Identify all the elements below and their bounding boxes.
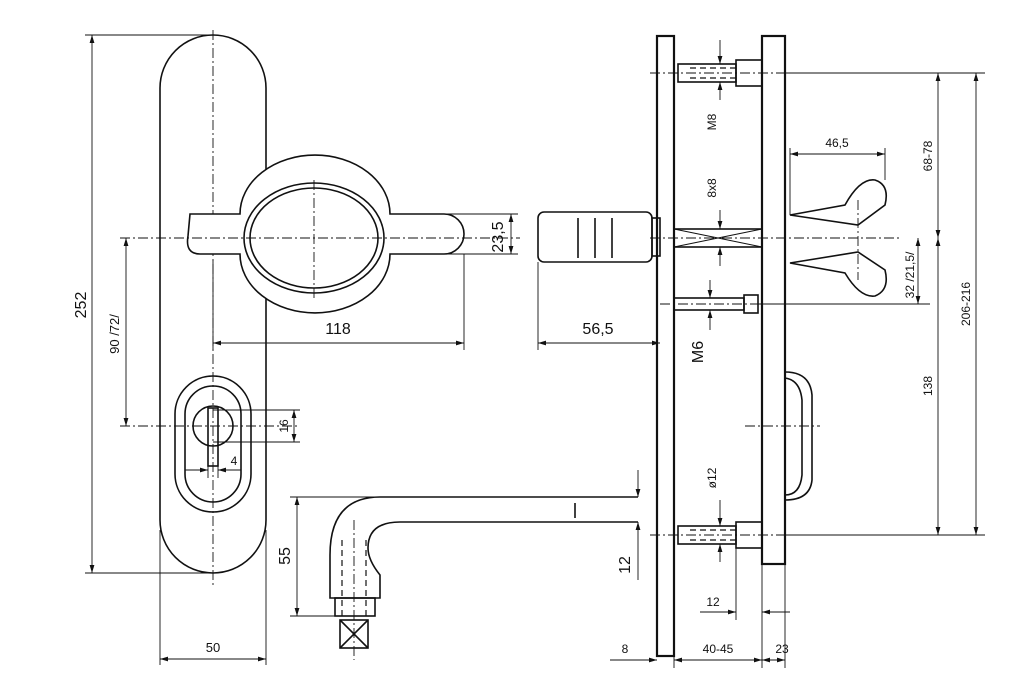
dim-label-55: 55 xyxy=(277,547,294,565)
dim-bottom-138: 138 xyxy=(785,238,985,536)
dim-top-68-78: 68-78 xyxy=(785,72,985,238)
dim-label-d12: ø12 xyxy=(705,467,719,488)
dim-label-32-21-5: 32 /21,5/ xyxy=(903,251,917,298)
dim-lever-offset: 32 /21,5/ xyxy=(758,238,930,305)
dim-label-90-72: 90 /72/ xyxy=(107,314,122,354)
crank-handle xyxy=(329,496,638,660)
dim-label-206-216: 206-216 xyxy=(959,282,973,326)
dim-label-4: 4 xyxy=(231,454,238,468)
cylinder-escutcheon xyxy=(120,375,300,513)
dim-label-8: 8 xyxy=(622,642,629,656)
dim-label-46-5: 46,5 xyxy=(825,136,849,150)
dim-hole-d12: ø12 xyxy=(705,467,723,562)
dim-label-16: 16 xyxy=(277,419,291,433)
dim-label-m6: M6 xyxy=(690,341,707,363)
dim-label-23: 23 xyxy=(775,642,789,656)
dim-handle-spacing: 90 /72/ xyxy=(107,238,129,426)
dim-outer-23: 23 xyxy=(762,564,789,668)
dim-label-68-78: 68-78 xyxy=(921,140,935,171)
dim-knob-length: 56,5 xyxy=(537,262,660,350)
dim-plate-width: 50 xyxy=(159,530,267,665)
dim-label-56-5: 56,5 xyxy=(582,321,613,338)
dim-handle-height: 23,5 xyxy=(444,213,518,255)
side-knob xyxy=(537,211,661,263)
dim-door-40-45: 40-45 xyxy=(673,564,763,668)
dim-plate-height: 252 xyxy=(73,34,213,574)
dim-total-206-216: 206-216 xyxy=(959,73,979,535)
dim-square-8x8: 8x8 xyxy=(705,178,723,266)
dim-lever-46-5: 46,5 xyxy=(789,136,886,215)
dim-cylinder: 16 4 xyxy=(185,409,300,478)
dim-label-118: 118 xyxy=(325,321,351,338)
dim-thread-m6: M6 xyxy=(690,280,713,363)
dim-label-23-5: 23,5 xyxy=(490,221,507,252)
dim-plate-8: 8 xyxy=(610,642,657,663)
dim-label-m8: M8 xyxy=(705,113,719,130)
dim-label-12-rosette: 12 xyxy=(706,595,720,609)
dim-label-40-45: 40-45 xyxy=(703,642,734,656)
dim-label-50: 50 xyxy=(206,640,220,655)
side-section xyxy=(650,34,900,658)
dim-handle-length: 118 xyxy=(212,254,465,350)
dim-label-8x8: 8x8 xyxy=(705,178,719,198)
dim-label-12-crank: 12 xyxy=(617,556,634,574)
dim-label-138: 138 xyxy=(921,376,935,396)
dim-label-252: 252 xyxy=(73,292,90,319)
dim-crank-thickness: 12 xyxy=(617,470,641,580)
dim-crank-height: 55 xyxy=(277,496,380,617)
dim-rosette-12: 12 xyxy=(700,548,790,620)
front-handle xyxy=(120,154,520,314)
dim-thread-m8: M8 xyxy=(705,40,723,130)
